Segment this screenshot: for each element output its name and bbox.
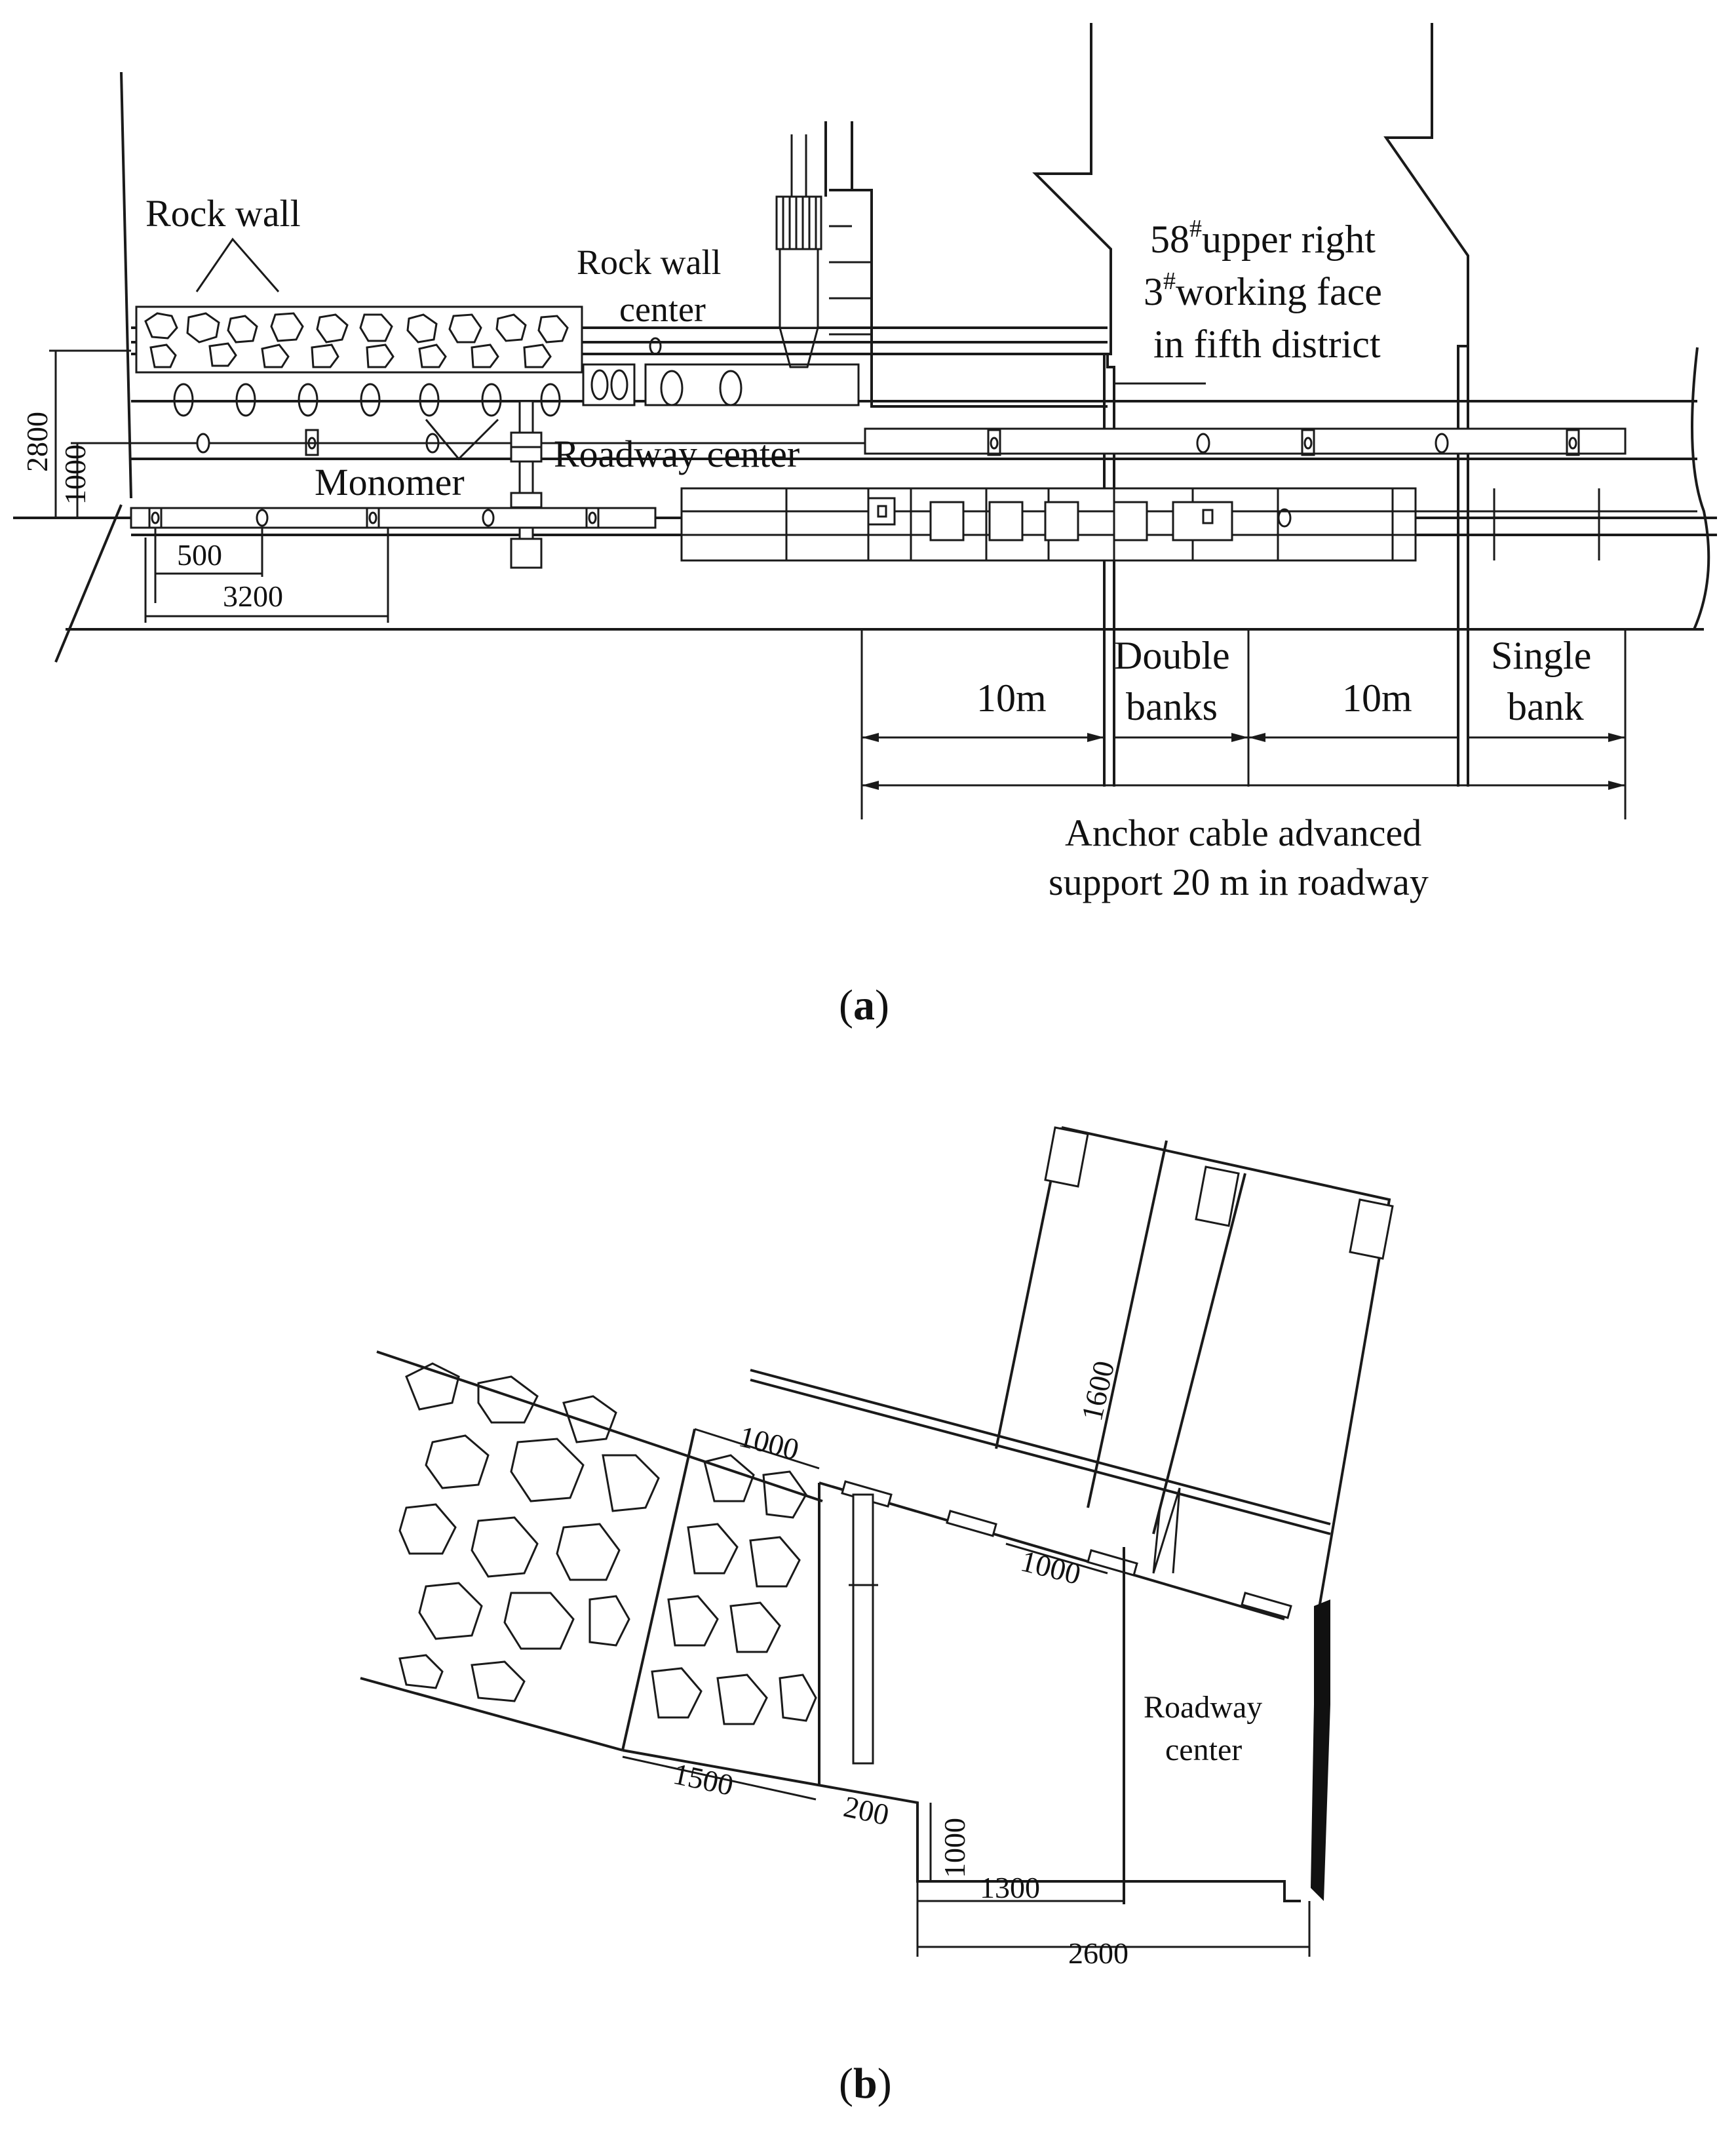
floor-line <box>622 1749 1301 1902</box>
prop-body <box>852 1493 874 1765</box>
single-bank-label-1: Single <box>1491 634 1591 677</box>
building-blocks <box>829 225 872 336</box>
double-banks-label-1: Double <box>1114 634 1230 677</box>
anchor-label-1: Anchor cable advanced <box>1065 812 1421 854</box>
dim-1000-mid-line <box>1005 1542 1108 1575</box>
dim-2800-line <box>49 349 131 519</box>
pump-oval-4 <box>719 370 743 406</box>
dim-arrowheads <box>862 733 1625 790</box>
caption-b: (b) <box>839 2060 892 2108</box>
upper-beam <box>864 427 1627 455</box>
pump-oval-2 <box>610 369 628 401</box>
dim-500-line <box>154 528 263 603</box>
face-label-line-1: 58#upper right <box>1150 215 1376 261</box>
dim-1000-v-label: 1000 <box>938 1818 971 1878</box>
lower-beam-left <box>130 507 657 529</box>
dim-1500-label: 1500 <box>670 1757 737 1802</box>
double-banks-label-2: banks <box>1126 685 1218 728</box>
caption-a: (a) <box>839 981 889 1029</box>
roadway-right-wave <box>1691 347 1710 630</box>
anchor-label-2: support 20 m in roadway <box>1049 861 1429 903</box>
dim-2800-label: 2800 <box>20 412 54 472</box>
dim-right-verticals <box>860 629 1627 819</box>
tower-hopper <box>779 326 819 368</box>
rock-wall-stones <box>144 312 569 368</box>
dim-1600-label: 1600 <box>1075 1358 1121 1424</box>
dim-1000-line <box>71 442 131 518</box>
pump-box-large <box>644 363 860 406</box>
working-face-outline-right <box>1383 23 1469 787</box>
dim-10m-left-label: 10m <box>976 676 1047 720</box>
rock-mass-inner-left <box>621 1428 696 1751</box>
dim-1500-line <box>622 1755 817 1801</box>
dim-1300-line <box>916 1881 1124 1957</box>
monomer-leader <box>425 418 499 461</box>
rock-mass-top <box>376 1350 823 1502</box>
panel-b: 1000 1600 1000 Roadway center 1500 200 1… <box>360 1126 1394 2108</box>
dim-3200-line <box>144 528 389 623</box>
rock-mass-bottom <box>360 1677 623 1752</box>
face-label-line-2: 3#working face <box>1144 267 1382 313</box>
roadway-center-label-2: center <box>1165 1733 1242 1767</box>
dim-2600-line <box>917 1901 1311 1957</box>
left-rib-line <box>120 71 132 499</box>
pump-oval-3 <box>660 370 684 406</box>
rock-wall-leader <box>195 237 280 292</box>
roof-line <box>819 1481 1285 1620</box>
hydraulic-support-units <box>867 497 1292 541</box>
tower-stem <box>790 134 807 197</box>
working-face-outline-left-inner <box>1106 354 1115 787</box>
panel-a: 2800 1000 500 3200 Rock wall Rock wall c… <box>13 23 1717 1029</box>
roof-line-upper <box>750 1369 1331 1535</box>
dim-10m-right-label: 10m <box>1342 676 1412 720</box>
pump-oval-1 <box>590 369 609 401</box>
roadway-center-label-1: Roadway <box>1144 1690 1262 1725</box>
tower-cap-hatch <box>782 197 817 249</box>
tower-body <box>779 248 819 329</box>
rock-wall-center-label-2: center <box>619 290 706 329</box>
dim-1000-a-label: 1000 <box>58 444 92 505</box>
roof-plates <box>841 1480 1292 1619</box>
dim-1000-top-line <box>694 1428 820 1470</box>
dim-1300-label: 1300 <box>980 1871 1040 1904</box>
dim-2600-label: 2600 <box>1068 1936 1128 1970</box>
monomer-label: Monomer <box>315 461 465 503</box>
rock-mass-stones <box>398 1362 817 1725</box>
dim-3200-label: 3200 <box>223 579 283 613</box>
support-frame <box>995 1126 1391 1620</box>
right-wall-coal <box>1311 1599 1330 1901</box>
dim-1000-top-label: 1000 <box>736 1419 803 1466</box>
face-label-line-3: in fifth district <box>1153 323 1381 366</box>
break-mark <box>1152 1487 1181 1574</box>
monomer-prop-ovals <box>173 383 561 417</box>
roadway-center-label: Roadway center <box>554 433 800 475</box>
monomer-column <box>510 400 543 569</box>
building-left-wall <box>824 121 1108 408</box>
rock-wall-label: Rock wall <box>145 192 301 235</box>
rock-wall-center-label-1: Rock wall <box>577 243 721 282</box>
single-bank-label-2: bank <box>1507 685 1584 728</box>
left-bottom-slant <box>54 504 123 663</box>
dim-1000-mid-label: 1000 <box>1018 1544 1085 1591</box>
anchor-plates <box>1044 1126 1394 1260</box>
dim-500-label: 500 <box>177 538 222 572</box>
working-face-outline-left <box>1032 23 1112 355</box>
rock-wall-center-marker <box>649 337 662 355</box>
